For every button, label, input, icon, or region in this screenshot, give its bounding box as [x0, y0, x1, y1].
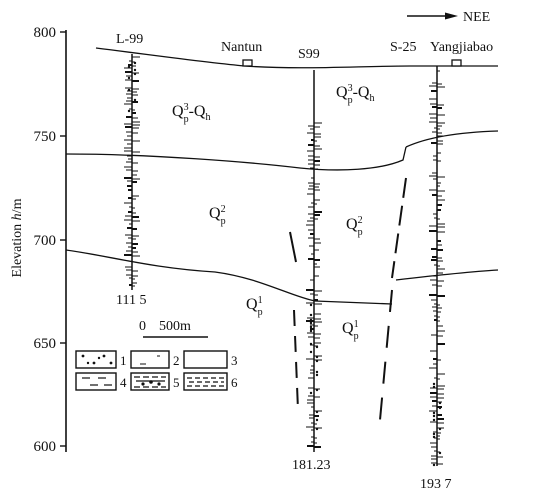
lithology-dot [310, 322, 312, 324]
fault-east-lower [380, 290, 392, 420]
lithology-dot [433, 433, 435, 435]
lithology-dot [316, 389, 318, 391]
y-axis: 800 750 700 650 600 Elevation h/m [10, 25, 66, 455]
lithology-dot [316, 371, 318, 373]
legend-swatch-3 [184, 351, 227, 368]
legend-num-1: 1 [120, 353, 127, 368]
lithology-dot [134, 69, 136, 71]
legend-num-4: 4 [120, 375, 127, 390]
legend-num-5: 5 [173, 375, 180, 390]
lithology-dot [433, 412, 435, 414]
legend: 1 2 3 4 5 6 [76, 351, 238, 390]
lithology-dot [439, 402, 441, 404]
scale-zero-label: 0 [139, 319, 146, 334]
legend-swatch-4 [76, 373, 116, 390]
lithology-dot [134, 73, 136, 75]
well-name-s99: S99 [298, 47, 320, 62]
boundary-q3-q2-east [406, 131, 498, 147]
lithology-dot [433, 419, 435, 421]
place-name-nantun: Nantun [221, 40, 262, 55]
lithology-dot [134, 62, 136, 64]
lithology-dot [310, 330, 312, 332]
yangjiabao-marker-icon [452, 60, 461, 66]
y-tick-label-800: 800 [34, 25, 57, 41]
scale-length-label: 500m [159, 319, 191, 334]
lithology-dot [433, 415, 435, 417]
lithology-dot [316, 411, 318, 413]
lithology-dot [310, 392, 312, 394]
lithology-dot [439, 407, 441, 409]
well-depth-s25: 193 7 [420, 477, 452, 492]
fault-west-lower [294, 310, 298, 410]
lithology-dot [439, 428, 441, 430]
boundary-q2-q1-west [66, 250, 392, 304]
legend-num-2: 2 [173, 353, 180, 368]
lithology-dot [439, 452, 441, 454]
y-tick-label-750: 750 [34, 129, 57, 145]
lithology-dot [316, 419, 318, 421]
well-depth-l99: 111 5 [116, 293, 146, 308]
borehole-s25 [429, 66, 445, 466]
fault-west-upper [290, 232, 296, 262]
boundary-q2-q1-east [396, 270, 498, 280]
well-depth-s99: 181.23 [292, 458, 331, 473]
lithology-dot [310, 314, 312, 316]
lithology-dot [316, 374, 318, 376]
lithology-dot [316, 346, 318, 348]
y-tick-label-700: 700 [34, 233, 57, 249]
fault-east-upper [392, 178, 406, 278]
lithology-dot [310, 351, 312, 353]
borehole-l99 [124, 54, 140, 290]
y-tick-label-600: 600 [34, 439, 57, 455]
y-tick-label-650: 650 [34, 336, 57, 352]
direction-arrow-icon [445, 13, 458, 20]
y-axis-label: Elevation h/m [10, 198, 25, 277]
lithology-dot [316, 356, 318, 358]
legend-num-3: 3 [231, 353, 238, 368]
well-name-s25: S-25 [390, 40, 416, 55]
legend-num-6: 6 [231, 375, 238, 390]
lithology-dot [316, 360, 318, 362]
lithology-dot [310, 304, 312, 306]
lithology-dot [128, 110, 130, 112]
lithology-dot [310, 326, 312, 328]
well-name-l99: L-99 [116, 32, 143, 47]
lithology-dot [128, 77, 130, 79]
lithology-dot [433, 383, 435, 385]
nantun-marker-icon [243, 60, 252, 66]
boundary-q3-q2-west [66, 147, 406, 170]
borehole-s99 [306, 70, 322, 452]
legend-swatch-1 [76, 351, 116, 368]
lithology-dot [316, 428, 318, 430]
scale-bar: 0 500m [139, 319, 208, 337]
lithology-dot [134, 99, 136, 101]
direction-label: NEE [463, 10, 490, 25]
direction-indicator: NEE [407, 10, 490, 25]
lithology-dot [433, 464, 435, 466]
legend-swatch-2 [131, 351, 169, 368]
place-name-yangjiabao: Yangjiabao [430, 40, 493, 55]
